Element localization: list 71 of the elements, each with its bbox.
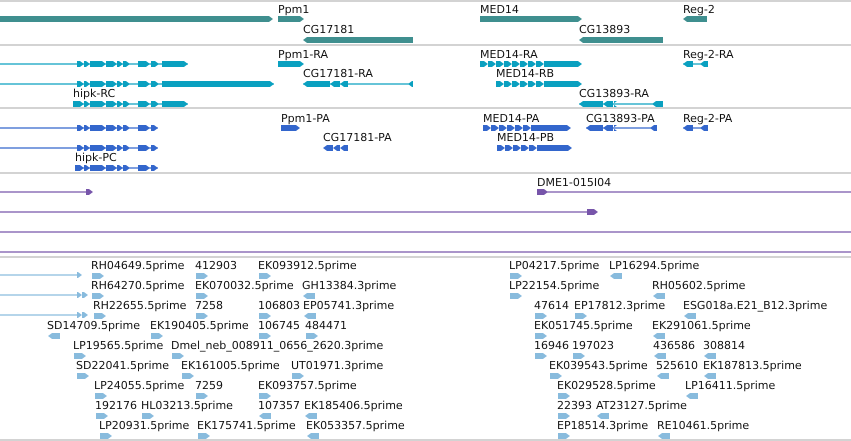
feature-label: LP16294.5prime	[609, 259, 700, 272]
feature-label: 412903	[195, 259, 237, 272]
feature-label: EK291061.5prime	[652, 319, 751, 332]
feature-label: CG17181-PA	[323, 131, 392, 144]
feature-label: LP24055.5prime	[94, 379, 184, 392]
feature-label: 484471	[305, 319, 347, 332]
feature-label: EP17812.3prime	[574, 299, 666, 312]
feature-label: UT01971.3prime	[291, 359, 384, 372]
feature-label: SD14709.5prime	[47, 319, 140, 332]
feature-label: DME1-015I04	[537, 176, 612, 189]
feature-label: SD22041.5prime	[76, 359, 169, 372]
feature-label: LP19565.5prime	[73, 339, 164, 352]
feature-label: hipk-PC	[75, 151, 117, 164]
feature-label: MED14-RA	[480, 48, 538, 61]
feature-label: Ppm1-PA	[281, 112, 330, 125]
feature-label: EK053357.5prime	[306, 419, 405, 432]
feature-label: RH04649.5prime	[91, 259, 184, 272]
feature-label: Reg-2-PA	[683, 112, 732, 125]
feature-label: RH64270.5prime	[91, 279, 184, 292]
feature-label: 47614	[534, 299, 569, 312]
feature-label: EK093757.5prime	[258, 379, 357, 392]
feature-label: RE10461.5prime	[657, 419, 750, 432]
feature-label: LP20931.5prime	[99, 419, 190, 432]
feature-label: EK187813.5prime	[703, 359, 802, 372]
feature-label: MED14-PB	[497, 131, 554, 144]
feature-label: 436586	[653, 339, 695, 352]
feature-label: EK051745.5prime	[534, 319, 633, 332]
feature-label: EP05741.3prime	[303, 299, 394, 312]
feature-label: CG13893-PA	[586, 112, 655, 125]
feature-label: LP22154.5prime	[509, 279, 600, 292]
feature-label: EK029528.5prime	[557, 379, 656, 392]
feature-label: CG17181-RA	[303, 67, 373, 80]
feature-label: RH22655.5prime	[93, 299, 186, 312]
feature-label: MED14	[480, 3, 519, 16]
feature-label: Ppm1	[278, 3, 310, 16]
feature-label: EP18514.3prime	[557, 419, 648, 432]
feature-label: EK175741.5prime	[197, 419, 296, 432]
feature-label: 308814	[703, 339, 745, 352]
feature-label: 525610	[656, 359, 698, 372]
feature-label: 16946	[534, 339, 569, 352]
feature-label: EK093912.5prime	[258, 259, 357, 272]
feature-label: 22393	[557, 399, 592, 412]
feature-label: MED14-PA	[483, 112, 540, 125]
feature-label: Reg-2	[683, 3, 715, 16]
feature-label: Dmel_neb_008911_0656_2620.3prime	[171, 339, 384, 352]
feature-label: CG13893-RA	[579, 87, 649, 100]
feature-label: 197023	[572, 339, 614, 352]
feature-label: EK190405.5prime	[150, 319, 249, 332]
feature-label: EK185406.5prime	[304, 399, 403, 412]
feature-label: 7259	[195, 379, 223, 392]
feature-label: AT23127.5prime	[596, 399, 687, 412]
feature-label: EK070032.5prime	[195, 279, 294, 292]
feature-label: EK039543.5prime	[549, 359, 648, 372]
feature-label: hipk-RC	[73, 87, 116, 100]
feature-label: RH05602.5prime	[652, 279, 746, 292]
feature-label: 192176	[95, 399, 137, 412]
feature-label: EK161005.5prime	[181, 359, 280, 372]
feature-label: HL03213.5prime	[141, 399, 233, 412]
feature-label: 106803	[258, 299, 300, 312]
feature-label: 107357	[258, 399, 300, 412]
feature-label: Ppm1-RA	[278, 48, 328, 61]
feature-label: 106745	[258, 319, 300, 332]
feature-label: LP16411.5prime	[685, 379, 776, 392]
feature-label: ESG018a.E21_B12.3prime	[683, 299, 828, 312]
feature-label: CG17181	[303, 23, 354, 36]
feature-label: LP04217.5prime	[509, 259, 600, 272]
feature-label: CG13893	[579, 23, 630, 36]
feature-label: MED14-RB	[496, 67, 554, 80]
feature-label: GH13384.3prime	[302, 279, 396, 292]
feature-label: 7258	[195, 299, 223, 312]
feature-label: Reg-2-RA	[683, 48, 734, 61]
